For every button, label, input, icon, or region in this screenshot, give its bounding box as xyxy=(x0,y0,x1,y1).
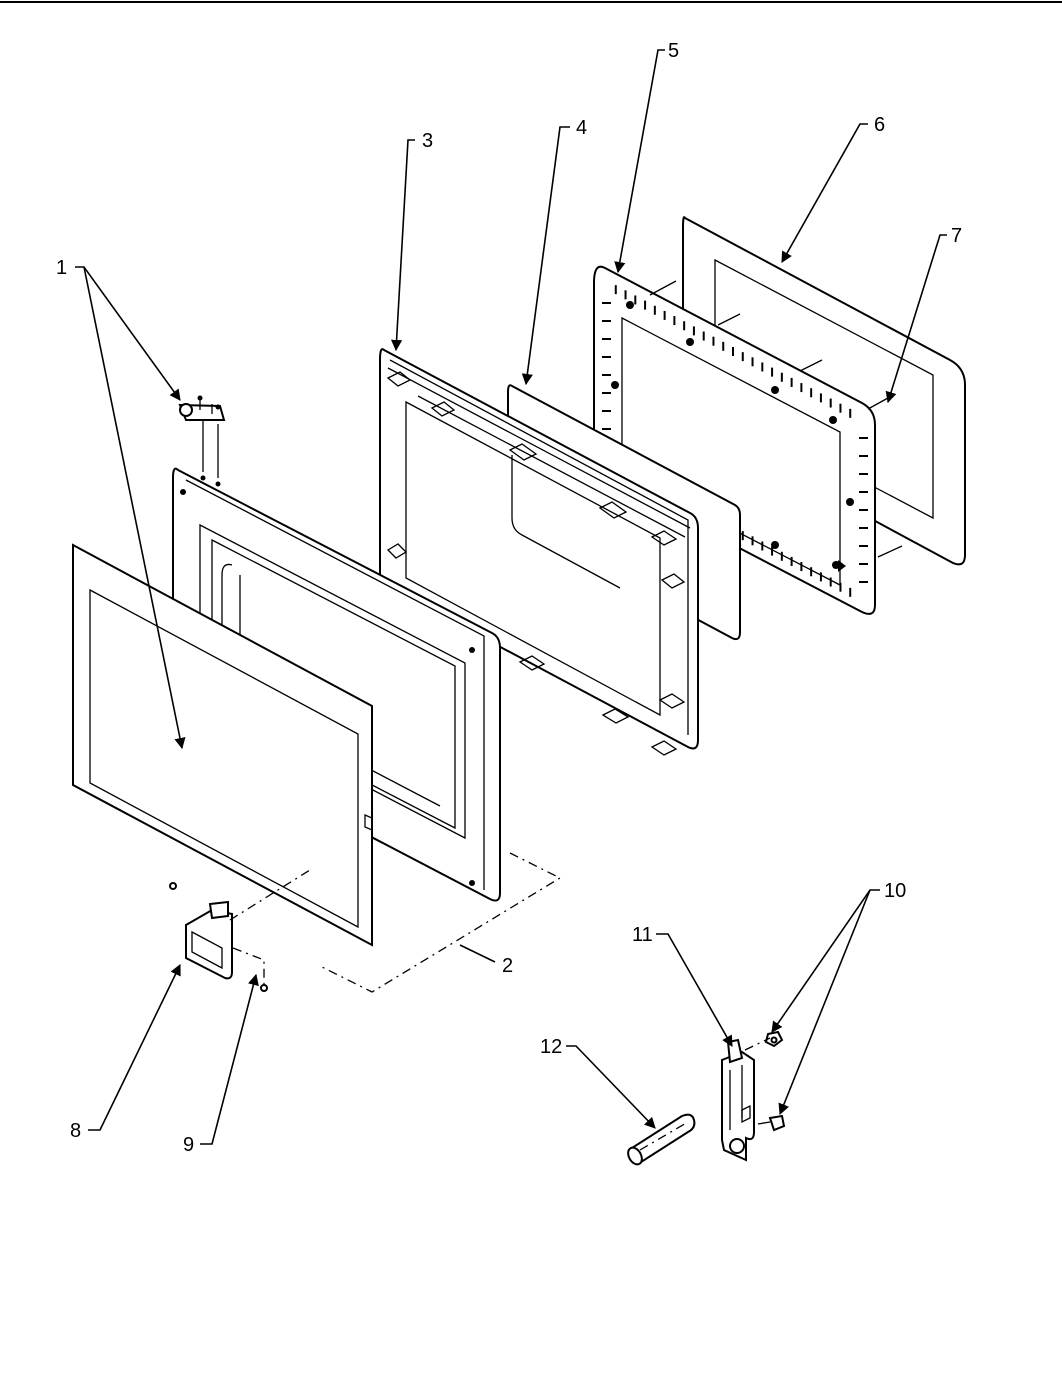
callout-12: 12 xyxy=(540,1036,562,1058)
part-3-door-frame xyxy=(379,348,699,756)
part-8-handle xyxy=(169,882,233,980)
part-12-pin xyxy=(627,1113,696,1166)
part-5-seal-panel xyxy=(593,265,876,615)
callout-10: 10 xyxy=(884,880,906,902)
part-10-nuts xyxy=(757,1030,786,1132)
callout-11: 11 xyxy=(632,924,653,946)
part-7-screws xyxy=(649,280,903,558)
reference-lines xyxy=(229,852,771,1151)
callout-4: 4 xyxy=(576,117,587,139)
callout-9: 9 xyxy=(183,1134,194,1156)
callout-3: 3 xyxy=(422,130,433,152)
callout-6: 6 xyxy=(874,114,885,136)
front-panel xyxy=(72,543,373,947)
callout-5: 5 xyxy=(668,40,679,62)
leader-lines xyxy=(75,49,947,1145)
callout-1: 1 xyxy=(56,257,67,279)
frame-tabs xyxy=(386,371,686,756)
callout-2: 2 xyxy=(502,955,513,977)
part-9-screw xyxy=(260,984,268,992)
part-11-latch xyxy=(721,1038,755,1162)
callout-7: 7 xyxy=(951,225,962,247)
callout-labels: 1 2 3 4 5 6 7 8 9 10 11 12 xyxy=(56,40,962,1156)
callout-8: 8 xyxy=(70,1120,81,1142)
